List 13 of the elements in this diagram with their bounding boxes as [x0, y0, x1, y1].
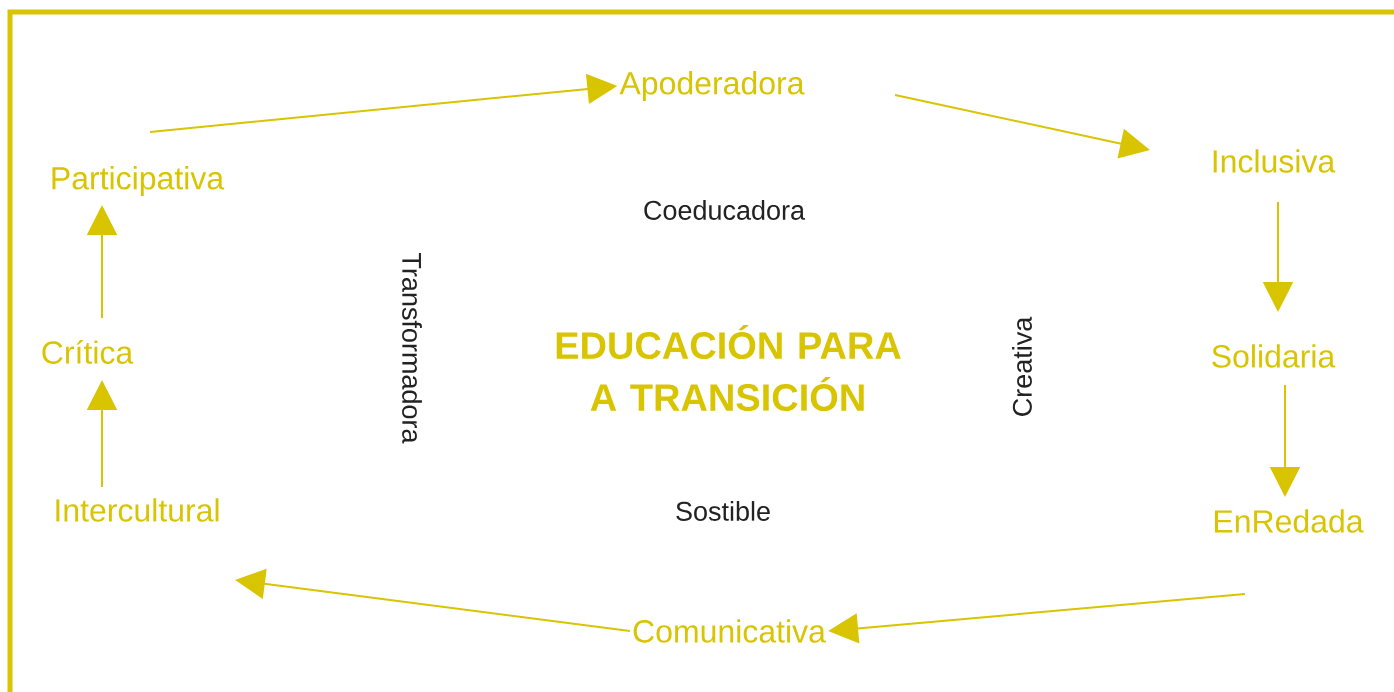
- node-label: Inclusiva: [1213, 149, 1336, 173]
- node-label: Solidaria: [1212, 344, 1336, 368]
- node-label: Comunicativa: [633, 619, 826, 643]
- node-label: Crítica: [42, 340, 134, 364]
- node-label: Intercultural: [56, 498, 219, 522]
- node-label: EnRedada: [1215, 509, 1364, 533]
- node-label: Apoderadora: [619, 71, 805, 101]
- label: Creativa: [1012, 316, 1032, 416]
- title: EDUCACIÓN PARA A TRANSICIÓN: [556, 325, 901, 411]
- node-label: Participativa: [52, 166, 225, 196]
- label: Sostible: [676, 501, 770, 521]
- label: Transformadora: [402, 253, 422, 444]
- label: Coeducadora: [644, 200, 806, 220]
